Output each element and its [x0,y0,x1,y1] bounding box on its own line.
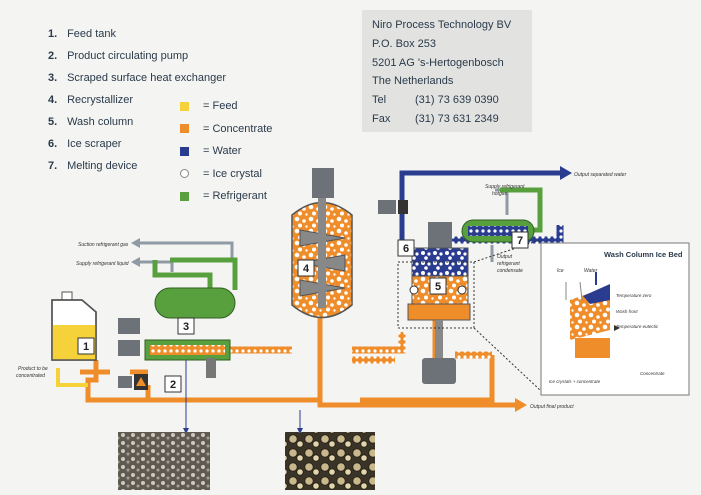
key-water: = Water [180,140,272,163]
heat-exchanger: 3 [118,287,236,378]
output-water-label: Output separated water [574,172,627,178]
component-item: 5. Wash column [48,116,134,128]
water-swatch-icon [180,146,189,156]
unit-label: 3 [183,321,189,333]
arrow-icon [131,238,140,248]
flow-labels: Suction refrigerant gas Supply refrigera… [16,172,627,410]
ice-crystal-photo-large [285,432,375,490]
refrigerant-swatch-icon [180,191,189,201]
inset-ice-mix-label: Ice crystals + concentrate [549,379,601,384]
unit-label: 1 [83,341,89,353]
concentrate-swatch-icon [180,124,189,134]
wash-front-label: Wash front [616,309,638,314]
component-list: 1. Feed tank 2. Product circulating pump… [48,28,226,182]
component-item: 4. Recrystallizer [48,94,134,106]
fax-line: Fax(31) 73 631 2349 [372,112,499,125]
tel-line: Tel(31) 73 639 0390 [372,94,499,107]
component-item: 7. Melting device [48,160,138,172]
company-name: Niro Process Technology BV [372,19,512,31]
supply-hotgas-label: Supply refrigerant [485,184,525,190]
arrow-icon [131,257,140,267]
component-item: 6. Ice scraper [48,138,122,150]
unit-label: 2 [170,379,176,391]
unit-label: 5 [435,281,441,293]
key-concentrate: = Concentrate [180,118,272,141]
temp-eutectic-label: Temperature eutectic [616,324,659,329]
component-item: 2. Product circulating pump [48,50,189,62]
suction-gas-label: Suction refrigerant gas [78,242,129,248]
address-box: Niro Process Technology BV P.O. Box 253 … [362,10,532,132]
feed-tank: 1 [51,291,97,361]
inset-water-label: Water [584,268,598,274]
product-in-label: concentrated [16,373,45,379]
recrystallizer: 4 [291,168,353,319]
arrow-icon [515,398,527,412]
detail-frame [397,261,475,329]
unit-label: 6 [403,243,409,255]
temp-zero-label: Temperature zero [616,293,652,298]
inset-panel: Wash Column Ice Bed Ice Water Temperatur… [540,242,690,396]
component-item: 1. Feed tank [48,28,116,40]
slurry-pipe [352,332,406,354]
key-refrigerant: = Refrigerant [180,185,272,208]
supply-hotgas-label: hotgas [492,191,508,197]
ice-crystal-swatch-icon [180,169,189,179]
unit-label: 7 [517,235,523,247]
city: 5201 AG 's-Hertogenbosch [372,56,504,69]
inset-concentrate-label: Concentrate [640,371,665,376]
output-condensate-label: condensate [497,268,523,274]
key-feed: = Feed [180,95,272,118]
output-condensate-label: Output [497,254,513,260]
melting-device: 7 [461,219,535,249]
color-key: = Feed = Concentrate = Water = Ice cryst… [180,95,272,208]
inset-ice-label: Ice [557,268,564,274]
unit-label: 4 [303,263,310,275]
output-condensate-label: refrigerant [497,261,520,267]
product-pump: 2 [118,374,182,393]
inset-title: Wash Column Ice Bed [604,250,683,259]
arrow-icon [560,166,572,180]
product-in-label: Product to be [18,366,48,372]
feed-swatch-icon [180,101,189,111]
wash-column: 6 5 [378,200,471,384]
ice-crystal-photo-small [118,432,210,490]
country: The Netherlands [372,75,454,88]
output-final-label: Output final product [530,404,574,410]
key-ice: = Ice crystal [180,163,272,186]
po-box: P.O. Box 253 [372,37,437,50]
supply-liquid-label: Supply refrigerant liquid [76,261,129,267]
component-item: 3. Scraped surface heat exchanger [48,72,227,84]
